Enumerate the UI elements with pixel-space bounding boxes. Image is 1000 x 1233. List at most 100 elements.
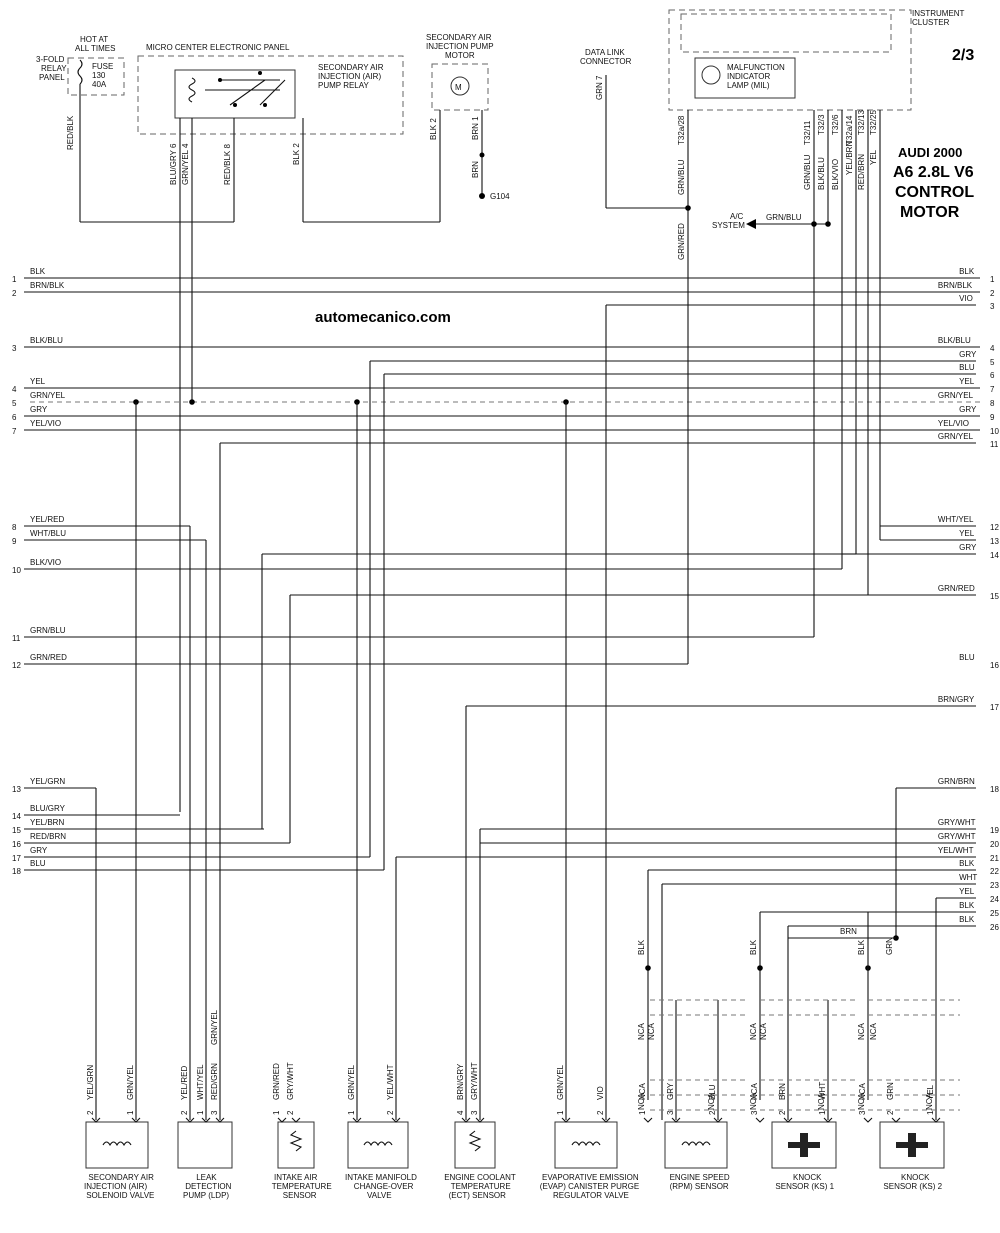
left-row-number: 13 (12, 785, 21, 794)
left-row-number: 1 (12, 275, 17, 284)
motor-icon (450, 76, 470, 96)
arrow-icon (746, 219, 756, 229)
component-label: REGULATOR VALVE (553, 1191, 629, 1200)
component-ldp: 2YEL/RED1WHT/YEL3RED/GRNGRN/YELLEAKDETEC… (177, 1009, 233, 1200)
ks1-blk-label: BLK (749, 939, 758, 955)
pin-number: 1 (638, 1110, 647, 1115)
pump-motor-box (431, 63, 489, 111)
header-model: A6 2.8L V6 (893, 164, 974, 181)
left-row-color: GRY (30, 846, 48, 855)
left-row-color: YEL/GRN (30, 777, 65, 786)
pin-color: YEL/GRN (86, 1065, 95, 1100)
right-row-number: 25 (990, 909, 999, 918)
pin-number: 1 (818, 1110, 827, 1115)
header-line4: MOTOR (900, 204, 960, 221)
pin-color: GRN/YEL (556, 1064, 565, 1100)
component-label: SOLENOID VALVE (86, 1191, 154, 1200)
ground-label: G104 (490, 192, 510, 201)
nca-label: NCA (925, 1092, 934, 1110)
mil-label-2: INDICATOR (727, 72, 770, 81)
pin-number: 3 (858, 1110, 867, 1115)
right-row-color: GRN/YEL (938, 432, 974, 441)
fuse-icon (77, 59, 83, 85)
wire-label-blugry: BLU/GRY 6 (169, 143, 178, 185)
pin-number: 2 (708, 1110, 717, 1115)
fuse-number: 130 (92, 71, 106, 80)
left-row-number: 8 (12, 523, 17, 532)
nca-label: NCA (637, 1022, 646, 1040)
relay-panel-label-3: PANEL (39, 73, 65, 82)
right-row-color: GRY/WHT (938, 832, 976, 841)
right-row-number: 12 (990, 523, 999, 532)
left-row-color: BLK (30, 267, 46, 276)
left-row-color: RED/BRN (30, 832, 66, 841)
ks2-blk-label: BLK (857, 939, 866, 955)
wire-label-t3: T32/3 (817, 114, 826, 135)
left-row-number: 9 (12, 537, 17, 546)
wire-label-t25: T32/25 (869, 110, 878, 135)
left-row-color: BLU/GRY (30, 804, 66, 813)
cluster-label-2: CLUSTER (912, 18, 950, 27)
right-row-color: BLK (959, 267, 975, 276)
right-row-color: GRY (959, 543, 977, 552)
right-row-color: GRN/BRN (938, 777, 975, 786)
header-make: AUDI 2000 (898, 145, 962, 160)
right-row-color: WHT/YEL (938, 515, 974, 524)
left-row-number: 14 (12, 812, 21, 821)
rpm-blk-label: BLK (637, 939, 646, 955)
left-row-color: WHT/BLU (30, 529, 66, 538)
right-row-number: 15 (990, 592, 999, 601)
right-row-color: YEL (959, 887, 975, 896)
dlc-label-2: CONNECTOR (580, 57, 632, 66)
wire-label-pmp-brn1: BRN 1 (471, 116, 480, 140)
pump-label-3: MOTOR (445, 51, 475, 60)
right-row-color: GRY (959, 405, 977, 414)
right-row-number: 17 (990, 703, 999, 712)
pin-number: 2 (778, 1110, 787, 1115)
ac-label-2: SYSTEM (712, 221, 745, 230)
instrument-cluster-inner (680, 13, 892, 53)
pin-number: 3 (666, 1110, 675, 1115)
right-row-number: 9 (990, 413, 995, 422)
right-row-number: 11 (990, 440, 999, 449)
left-row-color: YEL/RED (30, 515, 64, 524)
component-label: ENGINE SPEED (670, 1173, 730, 1182)
left-row-color: BRN/BLK (30, 281, 65, 290)
wire-label-w28b: GRN/RED (677, 223, 686, 260)
wire-label-w6: BLK/VIO (831, 159, 840, 190)
nca-label: NCA (817, 1092, 826, 1110)
left-row-color: GRN/RED (30, 653, 67, 662)
wire-label-relay-red: RED/BLK (66, 115, 75, 150)
mil-label-1: MALFUNCTION (727, 63, 785, 72)
pin-color: NCA (858, 1082, 867, 1100)
pin-color: BLU (708, 1084, 717, 1100)
mil-box (694, 57, 796, 99)
pin-color: WHT/YEL (196, 1064, 205, 1100)
component-label: TEMPERATURE (451, 1182, 511, 1191)
pin-color: YEL/WHT (386, 1064, 395, 1100)
pin-color: GRN/RED (272, 1063, 281, 1100)
right-row-number: 26 (990, 923, 999, 932)
right-row-number: 10 (990, 427, 999, 436)
left-row-color: GRN/BLU (30, 626, 66, 635)
component-label: (RPM) SENSOR (670, 1182, 729, 1191)
component-label: ENGINE COOLANT (444, 1173, 516, 1182)
component-label: SENSOR (283, 1191, 317, 1200)
component-label: KNOCK (901, 1173, 930, 1182)
wire-label-w28: GRN/BLU (677, 159, 686, 195)
right-row-color: YEL/WHT (938, 846, 974, 855)
left-row-color: YEL/BRN (30, 818, 64, 827)
right-row-color: YEL/VIO (938, 419, 969, 428)
nca-label: NCA (857, 1092, 866, 1110)
pin-color: GRN/YEL (126, 1064, 135, 1100)
right-row-number: 8 (990, 399, 995, 408)
right-row-color: BLK (959, 901, 975, 910)
fuse-rating: 40A (92, 80, 107, 89)
right-row-color: BLU (959, 653, 975, 662)
